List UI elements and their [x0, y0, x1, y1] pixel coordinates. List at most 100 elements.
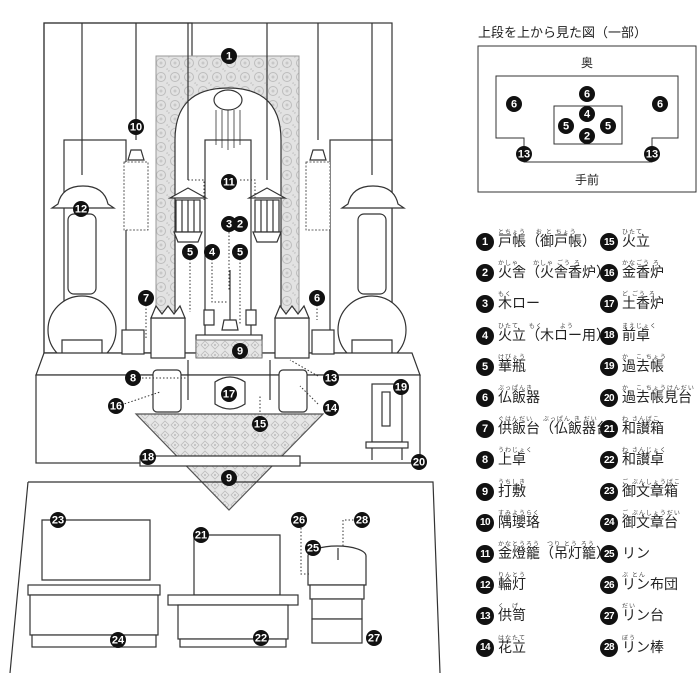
callout-number: 15: [254, 419, 266, 431]
callout-number: 5: [237, 247, 243, 259]
legend-number-badge: 26: [600, 576, 618, 595]
legend-label-text: 華瓶: [498, 358, 526, 375]
legend-label-text: 戸帳（御戸帳）: [498, 234, 596, 250]
callout-number: 17: [223, 389, 235, 401]
legend-number-badge: 5: [476, 357, 494, 376]
callout-2: 2: [232, 216, 248, 232]
legend-number-badge: 11: [476, 545, 494, 563]
callout-circle: [253, 630, 269, 646]
legend-label: リン: [622, 545, 650, 563]
wasan-box: [167, 534, 299, 648]
legend-label: もく木ロー: [498, 291, 540, 313]
legend-number-badge: 8: [476, 451, 494, 470]
legend-label-text: リン布団: [622, 577, 678, 594]
callout-23: 23: [50, 512, 66, 528]
callout-1: 1: [221, 48, 237, 64]
legend-label-text: 火舎（火舎香炉）: [498, 265, 610, 282]
callout-10: 10: [128, 119, 144, 135]
legend-item: 26 ぶ とんリン布団: [600, 570, 678, 595]
callout-circle: [140, 449, 156, 465]
callout-circle: [204, 244, 220, 260]
legend-furigana: ど ごう ろ: [622, 291, 656, 299]
callout-number: 7: [143, 293, 149, 305]
callout-circle: [323, 370, 339, 386]
legend-number-badge: 28: [600, 638, 618, 657]
callout-4: 4: [579, 106, 595, 122]
legend-label: かしゃ かしゃ ごう ろ火舎（火舎香炉）: [498, 260, 610, 282]
legend-number-badge: 1: [476, 233, 494, 251]
legend-number-badge: 6: [476, 389, 494, 407]
callout-circle: [232, 216, 248, 232]
legend-furigana: か こ ちょう: [622, 353, 667, 361]
topview-title: 上段を上から見た図（一部）: [478, 26, 648, 41]
legend-label-text: 打敷: [498, 483, 526, 500]
callout-number: 14: [325, 403, 338, 415]
callout-5: 5: [182, 244, 198, 260]
legend-label-text: 前卓: [622, 327, 650, 344]
callout-circle: [182, 244, 198, 260]
callout-number: 22: [255, 633, 267, 645]
legend-furigana: か こ ちょうけんだい: [622, 385, 695, 392]
legend-number-badge: 13: [476, 607, 494, 626]
callout-circle: [291, 512, 307, 528]
callout-number: 13: [518, 149, 530, 161]
callout-circle: [232, 244, 248, 260]
sumi-yoraku-left: [123, 149, 149, 231]
legend-number-badge: 16: [600, 264, 618, 283]
legend-label: わ さんばこ和讃箱: [622, 416, 664, 438]
legend-label-text: 火立: [622, 234, 650, 250]
legend-number-badge: 17: [600, 295, 618, 314]
legend-number-badge: 10: [476, 513, 494, 532]
legend-furigana: ぼう: [622, 634, 637, 642]
callout-number: 13: [325, 373, 337, 385]
legend-furigana: ご ぶんしょうばこ: [622, 478, 681, 486]
rin-set: [307, 545, 367, 644]
legend-label-text: 供笥: [498, 608, 526, 625]
legend-label: か こ ちょうけんだい過去帳見台: [622, 385, 694, 407]
callout-5: 5: [232, 244, 248, 260]
legend-furigana: ぐはんだい ぶっぱん き だい: [498, 416, 598, 424]
callout-6: 6: [579, 86, 595, 102]
callout-number: 26: [293, 515, 305, 527]
callout-27: 27: [366, 630, 382, 646]
callout-badges: 1234567899101112131415161718192021222324…: [50, 48, 427, 648]
legend-label: まえじょく前卓: [622, 323, 656, 345]
callout-circle: [652, 96, 668, 112]
legend-number-badge: 21: [600, 420, 618, 439]
legend-label-text: 木ロー: [498, 296, 540, 313]
callout-8: 8: [125, 370, 141, 386]
legend-label: か こ ちょう過去帳: [622, 354, 666, 376]
legend-number-badge: 4: [476, 326, 494, 345]
callout-number: 1: [226, 51, 232, 63]
legend-furigana: ぶ とん: [622, 572, 646, 580]
callout-number: 6: [314, 293, 320, 305]
legend-label-text: 花立: [498, 639, 526, 656]
legend-furigana: ひたて: [622, 229, 644, 236]
callout-circle: [309, 290, 325, 306]
legend-label-text: 御文章台: [622, 514, 678, 531]
callout-circle: [305, 540, 321, 556]
topview-upper-table: [553, 105, 623, 145]
callout-5: 5: [600, 118, 616, 134]
legend-label: だいリン台: [622, 603, 664, 625]
callout-26: 26: [291, 512, 307, 528]
legend-label-text: リン台: [622, 608, 664, 625]
callout-number: 28: [356, 515, 368, 527]
callout-15: 15: [252, 416, 268, 432]
lower-step: [9, 455, 441, 673]
callout-number: 6: [511, 99, 517, 111]
callout-number: 5: [563, 121, 569, 133]
callout-5: 5: [558, 118, 574, 134]
callout-circle: [600, 118, 616, 134]
legend-label: とちょう お と ちょう戸帳（御戸帳）: [498, 229, 596, 251]
